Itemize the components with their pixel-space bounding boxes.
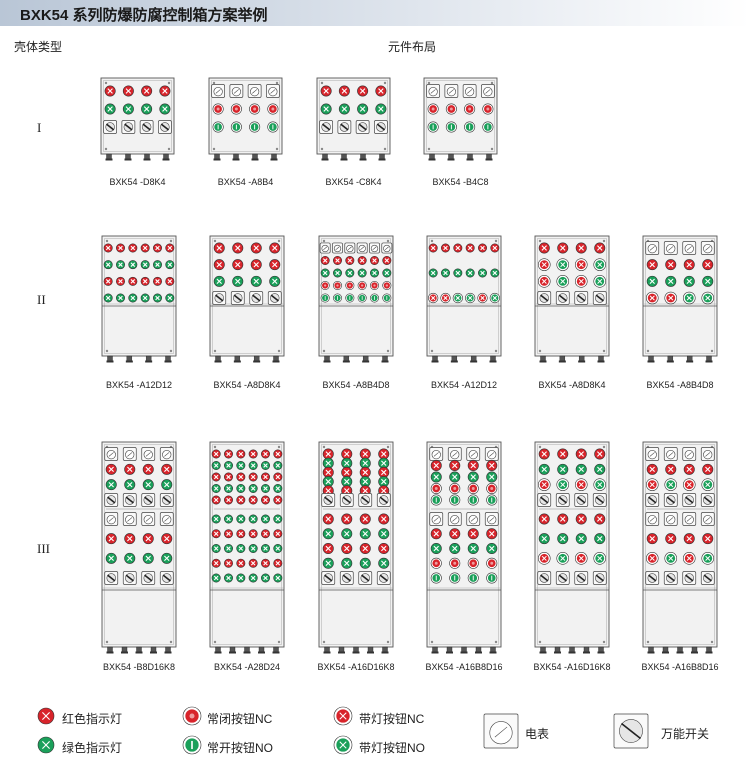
model-label: BXK54 -A8D8K4: [213, 380, 280, 390]
model-label: BXK54 -C8K4: [325, 177, 381, 187]
model-label: BXK54 -A16D16K8: [533, 662, 610, 672]
model-label: BXK54 -D8K4: [109, 177, 165, 187]
enclosure-row1-1: BXK54 -D8K4: [100, 77, 175, 187]
model-label: BXK54 -B8D16K8: [103, 662, 175, 672]
page-title: BXK54 系列防爆防腐控制箱方案举例: [20, 7, 268, 24]
legend-label-no-button: 常开按钮NO: [207, 741, 274, 755]
legend-label-nc-button: 常闭按钮NC: [207, 712, 273, 726]
enclosure-row3-1: BXK54 -B8D16K8: [101, 441, 177, 672]
enclosure-row2-2: BXK54 -A8D8K4: [209, 235, 285, 390]
model-label: BXK54 -A16B8D16: [425, 662, 502, 672]
enclosure-row1-4: BXK54 -B4C8: [423, 77, 498, 187]
model-label: BXK54 -A12D12: [106, 380, 172, 390]
model-label: BXK54 -A8D8K4: [538, 380, 605, 390]
legend-label-red-lamp: 红色指示灯: [62, 712, 123, 726]
legend-label-universal-switch: 万能开关: [661, 727, 710, 741]
enclosure-row1-3: BXK54 -C8K4: [316, 77, 391, 187]
enclosure-row2-3: BXK54 -A8B4D8: [318, 235, 394, 390]
row-label-3: III: [37, 541, 50, 556]
legend-label-lit-no: 带灯按钮NO: [359, 741, 426, 755]
no-button-icon: [182, 735, 202, 755]
meter-icon: [483, 713, 519, 749]
enclosure-row2-4: BXK54 -A12D12: [426, 235, 502, 390]
row-label-2: II: [37, 292, 46, 307]
enclosure-row3-2: BXK54 -A28D24: [209, 441, 285, 672]
enclosure-row2-6: BXK54 -A8B4D8: [642, 235, 718, 390]
component-layout-header: 元件布局: [388, 40, 437, 54]
legend-label-green-lamp: 绿色指示灯: [62, 741, 123, 755]
red-lamp-icon: [37, 707, 55, 725]
housing-type-header: 壳体类型: [14, 40, 63, 54]
header-bar: [0, 0, 750, 26]
model-label: BXK54 -A8B4D8: [322, 380, 389, 390]
model-label: BXK54 -A8B4: [218, 177, 274, 187]
model-label: BXK54 -A16B8D16: [641, 662, 718, 672]
lit-no-button-icon: [333, 735, 353, 755]
model-label: BXK54 -A8B4D8: [646, 380, 713, 390]
enclosure-row3-5: BXK54 -A16D16K8: [533, 441, 611, 672]
enclosure-row3-6: BXK54 -A16B8D16: [641, 441, 719, 672]
legend-label-lit-nc: 带灯按钮NC: [359, 712, 425, 726]
model-label: BXK54 -B4C8: [432, 177, 488, 187]
model-label: BXK54 -A12D12: [431, 380, 497, 390]
lit-nc-button-icon: [333, 706, 353, 726]
enclosure-row3-4: BXK54 -A16B8D16: [425, 441, 503, 672]
legend: [37, 706, 649, 755]
universal-switch-icon: [613, 713, 649, 749]
green-lamp-icon: [37, 736, 55, 754]
model-label: BXK54 -A28D24: [214, 662, 280, 672]
enclosure-row1-2: BXK54 -A8B4: [208, 77, 283, 187]
legend-label-meter: 电表: [525, 727, 550, 741]
model-label: BXK54 -A16D16K8: [317, 662, 394, 672]
row-label-1: I: [37, 120, 42, 135]
enclosure-row2-1: BXK54 -A12D12: [101, 235, 177, 390]
enclosure-row2-5: BXK54 -A8D8K4: [534, 235, 610, 390]
nc-button-icon: [182, 706, 202, 726]
enclosure-row3-3: BXK54 -A16D16K8: [317, 441, 395, 672]
